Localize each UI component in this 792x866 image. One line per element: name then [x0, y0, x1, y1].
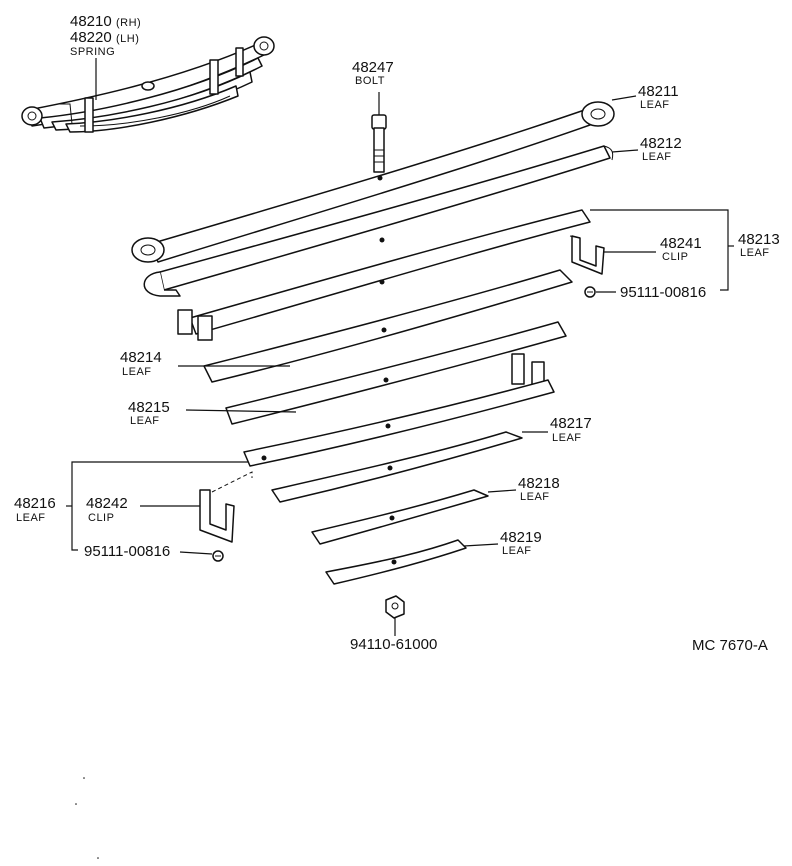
- leader-lines: [66, 58, 734, 555]
- callout-rivet-upper: 95111-00816: [620, 284, 706, 301]
- callout-leaf-48218: 48218 LEAF: [518, 475, 560, 503]
- part-name-leaf: LEAF: [642, 151, 672, 163]
- leaf-48212-illustration: [143, 145, 614, 297]
- part-name-leaf: LEAF: [502, 545, 532, 557]
- part-number-48210: 48210: [70, 13, 112, 30]
- leaf-48218-illustration: [311, 489, 489, 545]
- part-number-48214: 48214: [120, 349, 162, 366]
- part-name-leaf: LEAF: [122, 366, 152, 378]
- clip-48241-illustration: [569, 235, 605, 275]
- callout-leaf-48213: 48213 LEAF: [738, 231, 780, 259]
- callout-nut: 94110-61000: [350, 636, 437, 653]
- part-number-48242: 48242: [86, 495, 128, 512]
- leaf-48219-illustration: [325, 539, 467, 585]
- part-name-clip: CLIP: [88, 512, 114, 524]
- nut-illustration: [385, 595, 405, 636]
- leaf-48213-illustration: [177, 209, 591, 341]
- part-number-48247: 48247: [352, 59, 394, 76]
- leaf-48211-illustration: [131, 101, 615, 263]
- part-name-leaf: LEAF: [640, 99, 670, 111]
- callout-rivet-lower: 95111-00816: [84, 543, 170, 560]
- side-tag-lh: (LH): [116, 33, 139, 45]
- part-number-48217: 48217: [550, 415, 592, 432]
- part-name-leaf: LEAF: [520, 491, 550, 503]
- part-number-95111-00816: 95111-00816: [620, 284, 706, 301]
- rivet-lower-illustration: [212, 550, 224, 562]
- callout-leaf-48217: 48217 LEAF: [550, 415, 592, 444]
- callout-clip-48241: 48241 CLIP: [660, 235, 702, 263]
- callout-leaf-48214: 48214 LEAF: [120, 349, 162, 378]
- scan-specks: [75, 777, 99, 859]
- center-bolt-illustration: [371, 92, 387, 173]
- part-name-leaf: LEAF: [552, 432, 582, 444]
- part-name-clip: CLIP: [662, 251, 688, 263]
- spring-assembly-illustration: [21, 36, 275, 133]
- callout-clip-48242: 48242 CLIP: [86, 495, 128, 524]
- callout-bolt: 48247 BOLT: [352, 59, 394, 87]
- callout-leaf-48215: 48215 LEAF: [128, 399, 170, 427]
- part-number-94110-61000: 94110-61000: [350, 636, 437, 653]
- part-name-leaf: LEAF: [740, 247, 770, 259]
- leaf-48214-illustration: [203, 269, 573, 383]
- part-number-48212: 48212: [640, 135, 682, 152]
- leaf-48216-illustration: [243, 379, 555, 467]
- part-name-leaf: LEAF: [130, 415, 160, 427]
- part-name-bolt: BOLT: [355, 75, 385, 87]
- part-number-48218: 48218: [518, 475, 560, 492]
- leaf-48215-illustration: [225, 321, 567, 425]
- side-tag-rh: (RH): [116, 17, 141, 29]
- part-number-48213: 48213: [738, 231, 780, 248]
- leaf-48217-illustration: [271, 431, 523, 503]
- part-number-48211: 48211: [638, 83, 679, 100]
- callout-leaf-48211: 48211 LEAF: [638, 83, 679, 111]
- part-number-48215: 48215: [128, 399, 170, 416]
- part-number-95111-00816: 95111-00816: [84, 543, 170, 560]
- figure-code: MC 7670-A: [692, 637, 768, 654]
- callout-spring: 48210 (RH) 48220 (LH) SPRING: [70, 13, 141, 58]
- part-name-leaf: LEAF: [16, 512, 46, 524]
- part-number-48220: 48220: [70, 29, 112, 46]
- callout-leaf-48219: 48219 LEAF: [500, 529, 542, 557]
- part-number-48241: 48241: [660, 235, 702, 252]
- callout-leaf-48212: 48212 LEAF: [640, 135, 682, 163]
- part-number-48216: 48216: [14, 495, 56, 512]
- clip-48242-illustration: [199, 471, 253, 543]
- part-name-spring: SPRING: [70, 46, 115, 58]
- rivet-upper-illustration: [584, 286, 596, 298]
- part-number-48219: 48219: [500, 529, 542, 546]
- callout-leaf-48216: 48216 LEAF: [14, 495, 56, 524]
